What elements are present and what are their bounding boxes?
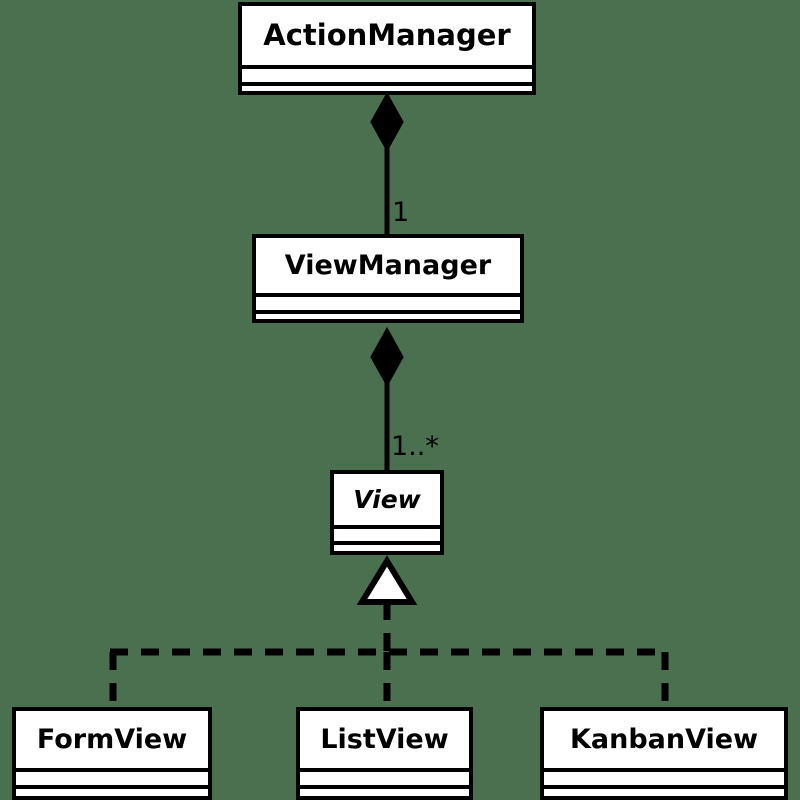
class-attributes-compartment-form-view <box>16 768 208 785</box>
class-box-kanban-view[interactable]: KanbanView <box>540 707 788 800</box>
class-box-list-view[interactable]: ListView <box>296 707 473 800</box>
class-attributes-compartment-action-manager <box>242 65 532 82</box>
class-name-view: View <box>353 485 421 514</box>
relationship-realization-subviews-view <box>109 555 669 707</box>
class-attributes-compartment-kanban-view <box>544 768 784 785</box>
class-name-view-manager: ViewManager <box>284 250 492 281</box>
class-box-view[interactable]: View <box>330 470 444 555</box>
class-methods-compartment-action-manager <box>242 82 532 91</box>
class-box-action-manager[interactable]: ActionManager <box>238 2 536 95</box>
relationship-composition-viewmanager-actionmanager <box>370 91 404 234</box>
class-name-action-manager: ActionManager <box>263 18 511 52</box>
multiplicity-label-one-to-many: 1..* <box>391 431 439 462</box>
hollow-triangle-icon <box>356 555 418 605</box>
class-attributes-compartment-view <box>334 525 440 541</box>
class-name-list-view: ListView <box>320 724 449 755</box>
class-methods-compartment-view-manager <box>256 310 520 319</box>
class-methods-compartment-list-view <box>300 785 469 796</box>
class-name-kanban-view: KanbanView <box>569 724 759 755</box>
filled-diamond-icon <box>370 326 404 388</box>
class-methods-compartment-form-view <box>16 785 208 796</box>
class-methods-compartment-view <box>334 541 440 551</box>
class-box-form-view[interactable]: FormView <box>12 707 212 800</box>
filled-diamond-icon <box>370 91 404 153</box>
class-box-view-manager[interactable]: ViewManager <box>252 234 524 323</box>
class-methods-compartment-kanban-view <box>544 785 784 796</box>
class-attributes-compartment-list-view <box>300 768 469 785</box>
class-attributes-compartment-view-manager <box>256 293 520 310</box>
class-name-form-view: FormView <box>36 724 188 755</box>
relationship-composition-view-viewmanager <box>370 326 404 470</box>
multiplicity-label-one: 1 <box>392 197 410 228</box>
